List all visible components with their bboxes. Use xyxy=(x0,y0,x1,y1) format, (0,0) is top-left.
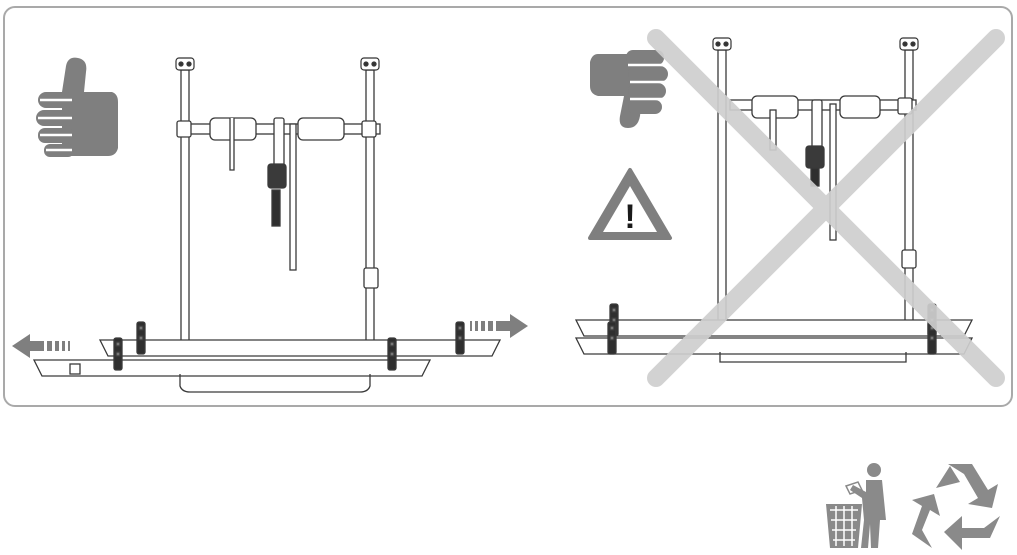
cross-out-icon xyxy=(647,29,1005,387)
thumbs-up-icon xyxy=(36,57,118,157)
litter-bin-person-icon xyxy=(826,463,886,548)
warning-symbol: ! xyxy=(624,198,635,236)
arrow-left-icon xyxy=(12,334,70,358)
arrow-right-icon xyxy=(470,314,528,338)
correct-mount-illustration xyxy=(32,57,502,393)
recycle-percent-label: 100% xyxy=(945,506,971,517)
recycle-icon: 100% xyxy=(912,464,1000,550)
warning-triangle-icon: ! xyxy=(588,168,672,240)
thumbs-down-icon xyxy=(590,50,668,128)
